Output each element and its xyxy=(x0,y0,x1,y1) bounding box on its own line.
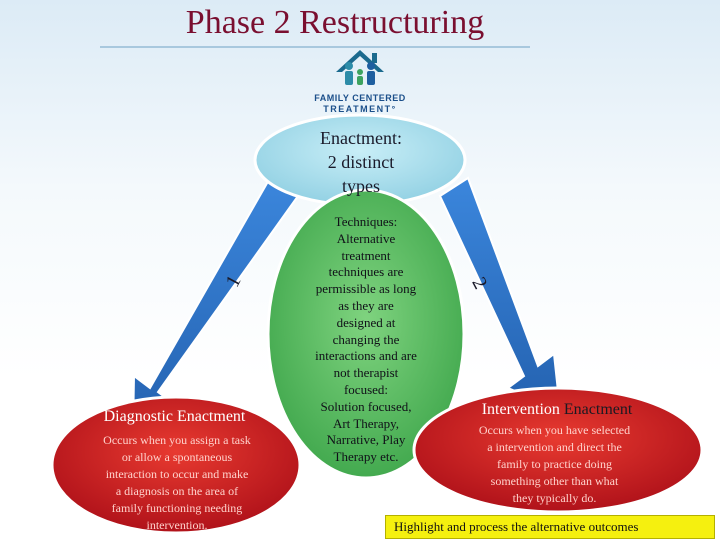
left-node-ellipse xyxy=(50,395,302,535)
left-node-line: Occurs when you assign a task xyxy=(103,433,251,447)
left-node-text: Occurs when you assign a task or allow a… xyxy=(78,432,276,534)
center-node-line: Narrative, Play xyxy=(326,432,406,448)
right-node-line: something other than what xyxy=(490,474,619,488)
arrow-2 xyxy=(438,176,562,412)
right-node-line: they typically do. xyxy=(512,491,597,505)
top-node-text: Enactment: 2 distinct types xyxy=(286,126,436,198)
logo-subname: TREATMENT° xyxy=(323,104,397,114)
logo-name: FAMILY CENTERED xyxy=(314,93,406,103)
center-node-line: as they are xyxy=(338,297,394,313)
center-node-line: Techniques: xyxy=(334,214,398,229)
left-node-line: intervention. xyxy=(146,518,208,532)
title-divider xyxy=(100,46,530,48)
center-node-line: treatment xyxy=(341,247,391,263)
top-node-line: Enactment: xyxy=(320,128,402,148)
center-node-line: not therapist xyxy=(333,365,399,381)
center-node-line: Art Therapy, xyxy=(332,415,400,431)
center-node-ellipse xyxy=(266,188,466,480)
left-node-line: a diagnosis on the area of xyxy=(115,484,239,498)
left-node-line: or allow a spontaneous xyxy=(121,450,233,464)
center-node-line: Therapy etc. xyxy=(333,449,399,465)
center-node-line: Alternative xyxy=(336,230,396,246)
center-node-line: focused: xyxy=(343,381,389,397)
center-node-line: techniques are xyxy=(328,264,404,280)
top-node-line: types xyxy=(342,176,380,196)
right-node-line: a intervention and direct the xyxy=(487,440,622,454)
right-node-title-part1: Intervention xyxy=(481,401,560,418)
right-node-line: family to practice doing xyxy=(497,457,612,471)
left-node-line: family functioning needing xyxy=(111,501,243,515)
right-node-ellipse xyxy=(412,386,704,514)
center-node-line: Solution focused, xyxy=(320,398,412,414)
family-house-icon xyxy=(336,50,384,85)
left-node-line: interaction to occur and make xyxy=(105,467,249,481)
center-node-line: interactions and are xyxy=(315,348,417,364)
center-node-line: designed at xyxy=(336,314,396,330)
page-title: Phase 2 Restructuring xyxy=(185,4,485,41)
center-node-line: changing the xyxy=(332,331,400,347)
right-node-title-part2: Enactment xyxy=(563,401,633,418)
top-node-line: 2 distinct xyxy=(327,152,395,172)
right-node-title: Intervention Enactment xyxy=(448,401,666,419)
center-node-line: permissible as long xyxy=(315,281,417,297)
left-node-title: Diagnostic Enactment xyxy=(103,408,246,425)
right-node-line: Occurs when you have selected xyxy=(478,423,631,437)
center-node-text: Techniques: Alternative treatment techni… xyxy=(296,214,436,466)
highlight-callout: Highlight and process the alternative ou… xyxy=(385,515,715,539)
right-node-text: Occurs when you have selected a interven… xyxy=(452,422,657,507)
